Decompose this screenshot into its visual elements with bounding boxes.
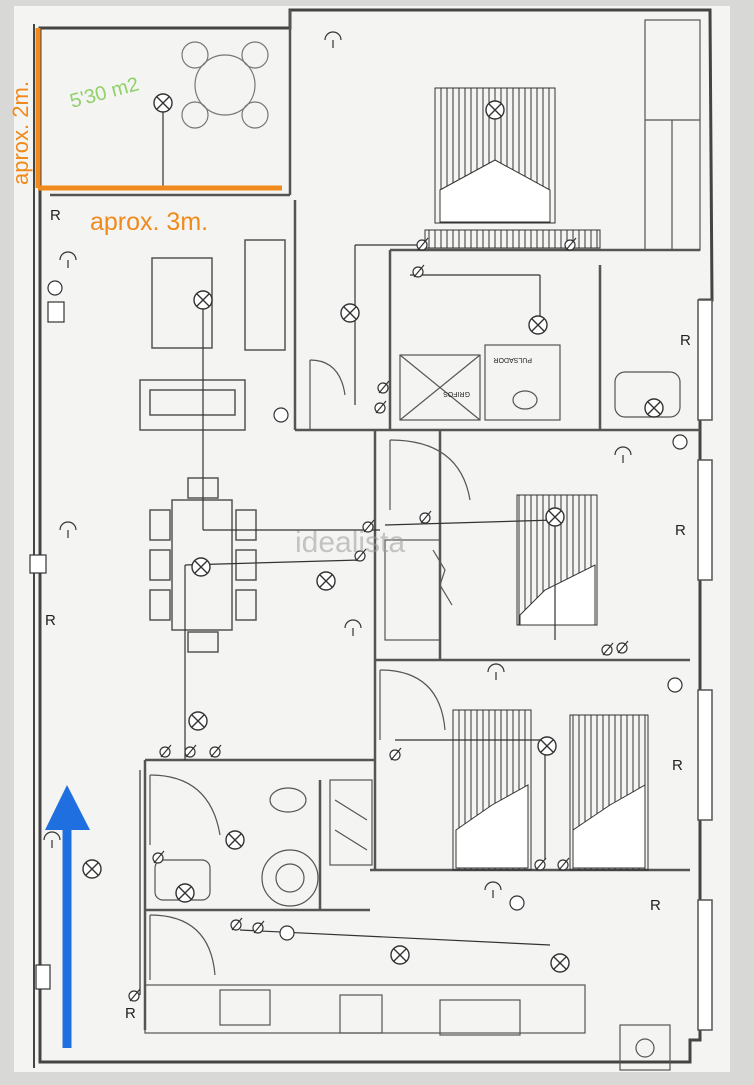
- north-arrow-icon: [45, 785, 90, 1048]
- light-point-icon: [550, 953, 570, 973]
- switch-icon: [557, 857, 570, 871]
- switch-icon: [416, 237, 429, 251]
- socket-icon: [59, 251, 77, 268]
- switch-icon: [534, 857, 547, 871]
- paper-sheet: [14, 6, 730, 1072]
- switch-icon: [389, 747, 402, 761]
- width-label: aprox. 3m.: [90, 208, 208, 236]
- switch-icon: [230, 917, 243, 931]
- switch-icon: [412, 264, 425, 278]
- light-point-icon: [225, 830, 245, 850]
- radiator-label: R: [650, 897, 661, 914]
- door-swings: [149, 359, 471, 980]
- switch-icon: [564, 237, 577, 251]
- switch-icon: [354, 548, 367, 562]
- light-point-icon: [537, 736, 557, 756]
- radiator-label: R: [125, 1005, 136, 1022]
- sockets: [43, 31, 632, 898]
- shower-label: GRIFOS: [443, 390, 470, 397]
- bathroom-2: [154, 779, 373, 907]
- height-label: aprox. 2m.: [8, 81, 33, 185]
- switches: [128, 237, 629, 1002]
- switch-icon: [159, 744, 172, 758]
- right-windows: [697, 299, 713, 1031]
- switch-icon: [128, 988, 141, 1002]
- light-point-icon: [188, 711, 208, 731]
- socket-icon: [614, 446, 632, 463]
- light-point-icon: [153, 93, 173, 113]
- kitchen-counter: [144, 984, 671, 1071]
- light-point-icon: [82, 859, 102, 879]
- light-point-icon: [175, 883, 195, 903]
- light-point-icon: [528, 315, 548, 335]
- light-point-icon: [340, 303, 360, 323]
- socket-icon: [59, 521, 77, 538]
- beds-3: [452, 709, 649, 871]
- light-point-icon: [193, 290, 213, 310]
- socket-icon: [487, 663, 505, 680]
- watermark: idealista: [295, 526, 405, 559]
- switch-icon: [209, 744, 222, 758]
- wardrobe-2: [384, 539, 453, 641]
- light-point-icon: [485, 100, 505, 120]
- wardrobe-1: [644, 19, 701, 251]
- switch-icon: [362, 519, 375, 533]
- radiator-label: R: [672, 757, 683, 774]
- light-point-icon: [390, 945, 410, 965]
- socket-icon: [344, 619, 362, 636]
- bathroom-1: [399, 344, 681, 421]
- dimension-lines: [35, 28, 282, 191]
- socket-icon: [43, 831, 61, 848]
- switch-icon: [152, 850, 165, 864]
- light-point-icon: [644, 398, 664, 418]
- light-point-icon: [191, 557, 211, 577]
- light-points: [82, 93, 664, 973]
- switch-icon: [601, 642, 614, 656]
- dining-table: [149, 477, 257, 653]
- socket-icon: [324, 31, 342, 48]
- switch-icon: [374, 400, 387, 414]
- tv-outlets: [29, 280, 688, 990]
- switch-icon: [616, 640, 629, 654]
- radiator-label: R: [680, 332, 691, 349]
- radiator-label: R: [50, 207, 61, 224]
- light-point-icon: [316, 571, 336, 591]
- switch-icon: [184, 744, 197, 758]
- switch-icon: [252, 920, 265, 934]
- radiator-label: R: [45, 612, 56, 629]
- light-point-icon: [545, 507, 565, 527]
- socket-icon: [484, 881, 502, 898]
- switch-icon: [419, 510, 432, 524]
- switch-icon: [377, 380, 390, 394]
- radiator-label: R: [675, 522, 686, 539]
- radiator-labels: R R R R R R R: [45, 207, 691, 1022]
- pulsador-label: PULSADOR: [493, 356, 532, 363]
- terrace-table: [181, 41, 269, 129]
